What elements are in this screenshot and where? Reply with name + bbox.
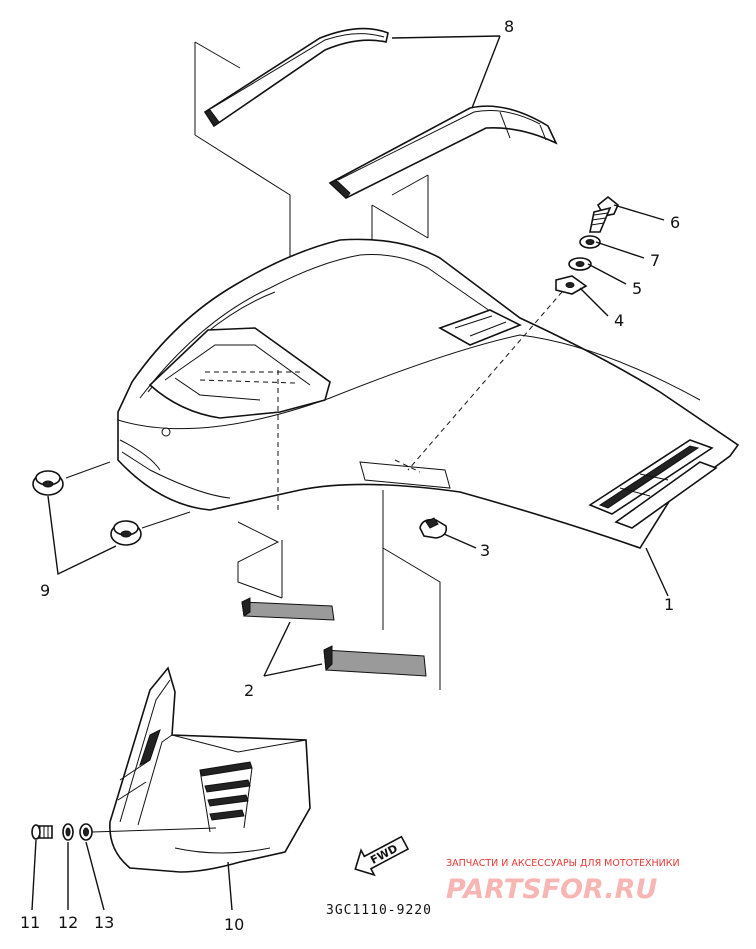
part-11-bolt	[31, 824, 53, 840]
callout-labels: 8 6 7 5 4 3 1 9 2 10 11 12 13	[20, 17, 680, 934]
part-1-main-cover	[117, 238, 740, 549]
watermark-brand: PARTSFOR.RU	[446, 874, 657, 905]
part-6-screw	[589, 195, 619, 233]
part-2-strip-upper	[241, 597, 335, 621]
callout-6: 6	[670, 213, 680, 232]
callout-7: 7	[650, 251, 660, 270]
callout-1: 1	[664, 595, 674, 614]
part-8-rail-left	[203, 27, 389, 128]
part-13-nut	[79, 823, 93, 841]
watermark: ЗАПЧАСТИ И АКСЕССУАРЫ ДЛЯ МОТОТЕХНИКИ PA…	[446, 858, 680, 905]
callout-13: 13	[94, 913, 114, 932]
callout-5: 5	[632, 279, 642, 298]
part-8-rail-right	[328, 105, 558, 199]
part-12-washer	[62, 823, 74, 841]
callout-3: 3	[480, 541, 490, 560]
part-4-nut-plate	[555, 275, 588, 295]
fastener-leader-line	[91, 827, 217, 833]
part-9-grommet-top	[32, 470, 64, 496]
assembly-dashed-lines	[277, 284, 569, 512]
callout-10: 10	[224, 915, 244, 934]
callout-4: 4	[614, 311, 624, 330]
callout-2: 2	[244, 681, 254, 700]
part-3-clip	[419, 517, 448, 539]
callout-9: 9	[40, 581, 50, 600]
part-7-washer	[579, 235, 601, 249]
callout-8: 8	[504, 17, 514, 36]
callout-11: 11	[20, 913, 40, 932]
part-9-grommet-bottom	[110, 520, 142, 546]
part-2-strip-lower	[323, 645, 427, 677]
watermark-tagline: ЗАПЧАСТИ И АКСЕССУАРЫ ДЛЯ МОТОТЕХНИКИ	[446, 858, 680, 869]
strip-projection-lines	[237, 490, 441, 690]
part-10-lower-cover	[109, 666, 311, 873]
drawing-code: 3GC1110-9220	[326, 903, 432, 918]
callout-leader-lines	[31, 35, 669, 911]
forward-direction-arrow: FWD	[354, 835, 410, 877]
callout-12: 12	[58, 913, 78, 932]
grommet-leader-lines	[65, 461, 191, 529]
part-5-washer	[568, 257, 592, 271]
